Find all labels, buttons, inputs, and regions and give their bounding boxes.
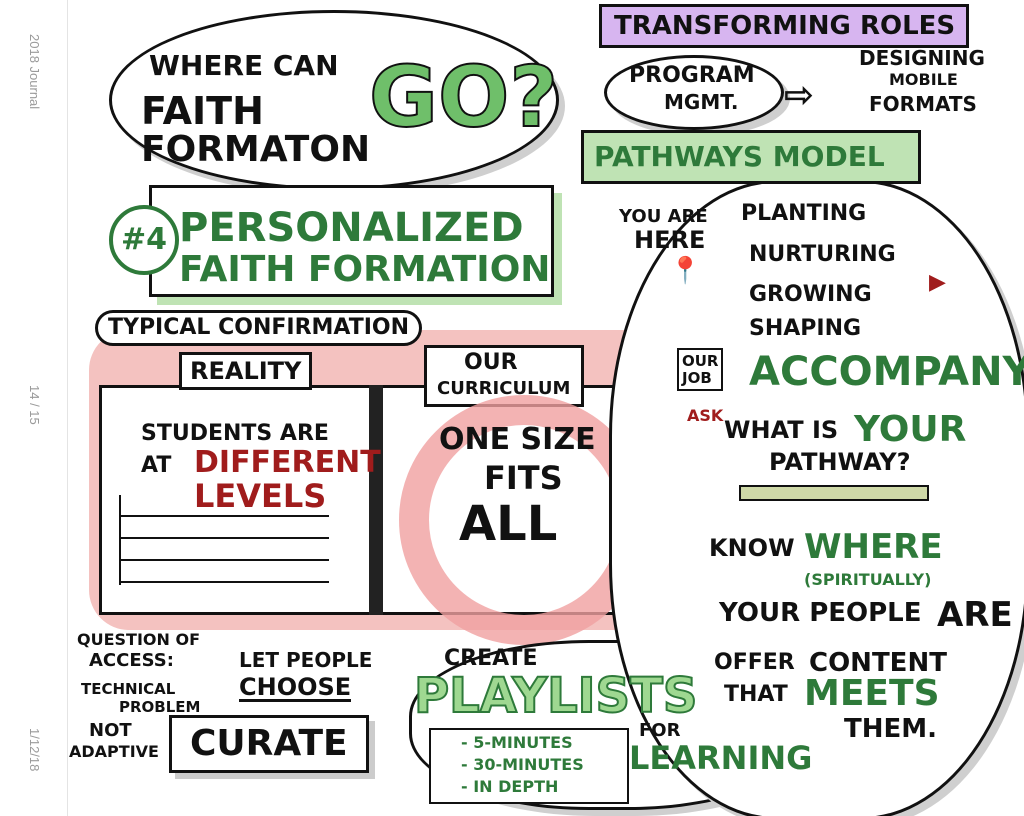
technical-text: PROBLEM	[119, 698, 201, 716]
designing-text: DESIGNING	[859, 46, 985, 70]
playlist-item: - 30-MINUTES	[461, 755, 584, 774]
know-text: KNOW	[709, 534, 795, 562]
one-size-text: ALL	[459, 496, 558, 552]
sidebar: 2018 Journal 14 / 15 1/12/18	[0, 0, 68, 816]
entry-date: 1/12/18	[27, 728, 42, 772]
that-text: THAT	[724, 682, 788, 707]
pathways-banner: PATHWAYS MODEL	[581, 130, 921, 184]
playlist-item: - IN DEPTH	[461, 777, 559, 796]
number-badge: #4	[109, 205, 179, 275]
curate-burst: CURATE	[169, 715, 369, 773]
arrow-head-icon: ▶	[929, 270, 946, 295]
learning-text: LEARNING	[629, 739, 813, 777]
stage-shaping: SHAPING	[749, 316, 862, 341]
question-text: QUESTION OF	[77, 630, 201, 649]
meets-text: MEETS	[804, 673, 940, 714]
title-text: WHERE CAN	[149, 49, 339, 82]
heading-text: FAITH FORMATION	[179, 249, 551, 290]
your-people-text: YOUR PEOPLE	[719, 598, 922, 628]
playlist-item: - 5-MINUTES	[461, 733, 573, 752]
them-text: THEM.	[844, 714, 938, 744]
stage-planting: PLANTING	[741, 201, 867, 226]
students-text: AT	[141, 453, 172, 478]
question-text: ACCESS:	[89, 650, 174, 671]
go-logo: GO?	[368, 48, 559, 146]
choose-text: CHOOSE	[239, 673, 352, 702]
spiritually-text: (SPIRITUALLY)	[804, 570, 932, 589]
program-text: PROGRAM	[629, 63, 755, 88]
your-text: YOUR	[854, 409, 967, 450]
what-is-text: WHAT IS	[724, 416, 839, 444]
typical-label: TYPICAL CONFIRMATION	[95, 310, 423, 346]
designing-text: MOBILE	[889, 70, 958, 89]
offer-text: OFFER	[714, 650, 795, 675]
not-adaptive-text: NOT	[89, 720, 132, 741]
accompany-text: ACCOMPANY!	[749, 349, 1024, 395]
content-text: CONTENT	[809, 648, 947, 678]
title-text: FORMATON	[141, 129, 371, 170]
one-size-text: ONE SIZE	[439, 422, 596, 457]
book-spine	[369, 385, 383, 615]
let-people-text: LET PEOPLE	[239, 648, 373, 672]
title-text: FAITH	[141, 89, 264, 133]
you-are-here-text: HERE	[634, 226, 706, 254]
one-size-text: FITS	[484, 459, 563, 497]
our-job-text: OUR	[682, 352, 719, 370]
where-text: WHERE	[804, 527, 943, 567]
for-text: FOR	[639, 720, 681, 741]
students-text: STUDENTS ARE	[141, 421, 329, 446]
stage-growing: GROWING	[749, 282, 872, 307]
program-text: MGMT.	[664, 90, 739, 114]
technical-text: TECHNICAL	[81, 680, 176, 698]
levels-chart	[119, 495, 329, 585]
transforming-roles-banner: TRANSFORMING ROLES	[599, 4, 969, 48]
location-pin-icon: 📍	[669, 256, 702, 286]
heading-text: PERSONALIZED	[179, 205, 524, 251]
playlist-box	[429, 728, 629, 804]
arrow-icon: ⇨	[784, 75, 815, 116]
reality-label: REALITY	[179, 352, 313, 390]
journal-title[interactable]: 2018 Journal	[27, 34, 42, 110]
levels-text: LEVELS	[194, 477, 327, 515]
curriculum-label: CURRICULUM	[437, 378, 571, 399]
heading-box	[149, 185, 554, 297]
playlists-text: PLAYLISTS	[413, 668, 698, 724]
create-text: CREATE	[444, 646, 538, 671]
not-adaptive-text: ADAPTIVE	[69, 742, 159, 761]
journal-page-image: WHERE CAN FAITH FORMATON GO? #4 PERSONAL…	[69, 0, 1024, 816]
you-are-here-text: YOU ARE	[619, 206, 708, 227]
page-indicator: 14 / 15	[27, 385, 42, 425]
our-job-text: JOB	[682, 368, 712, 387]
curriculum-label: OUR	[464, 350, 518, 375]
different-text: DIFFERENT	[194, 445, 381, 480]
are-text: ARE	[937, 595, 1013, 635]
arrow-icon	[739, 485, 929, 501]
program-cloud	[604, 55, 784, 130]
pathway-text: PATHWAY?	[769, 448, 911, 476]
ask-text: ASK	[687, 406, 724, 425]
stage-nurturing: NURTURING	[749, 242, 896, 267]
title-cloud	[109, 10, 559, 190]
designing-text: FORMATS	[869, 92, 977, 116]
